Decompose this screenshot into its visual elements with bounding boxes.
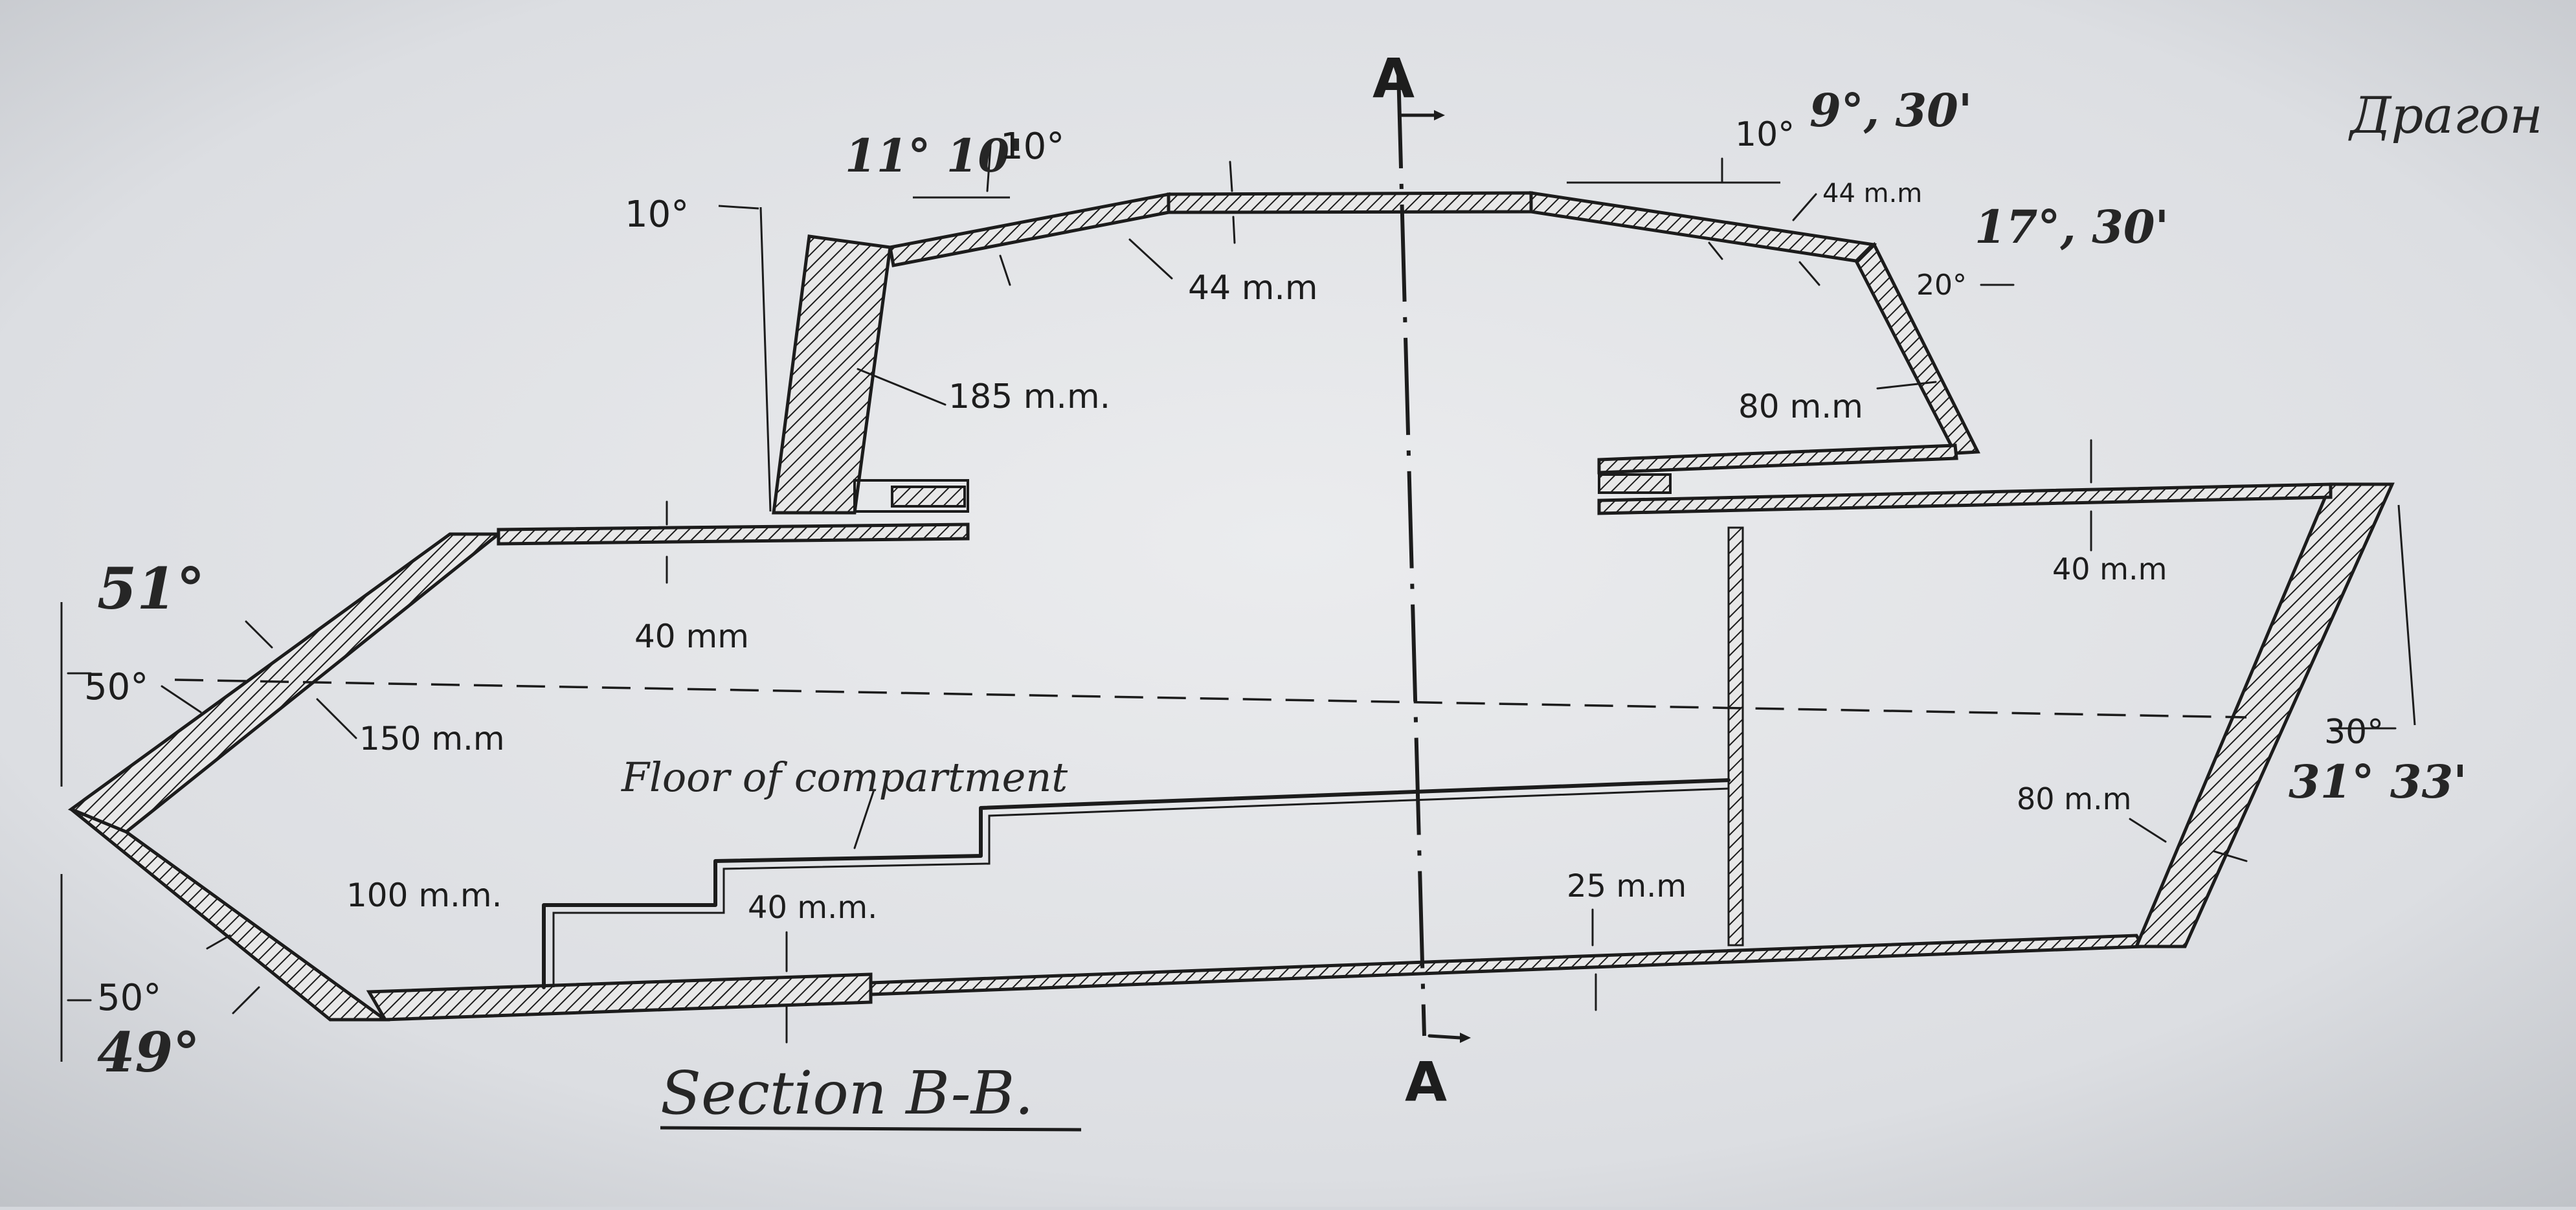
turret-rear-floor	[1597, 443, 1958, 475]
label-compartment-floor: Floor of compartment	[621, 754, 1068, 801]
label-floor-thickness: 40 m.m.	[748, 890, 877, 926]
label-turret-front-thickness: 185 m.m.	[948, 377, 1110, 416]
label-nose-upper-thickness: 150 m.m	[359, 720, 505, 757]
label-turret-rear-roof-angle-alt: 9°, 30'	[1809, 84, 1972, 137]
turret-outline	[772, 191, 1980, 515]
label-turret-mantlet-angle: 11° 10'	[845, 129, 1024, 183]
label-rear-angle-2: 31° 33'	[2289, 755, 2467, 809]
label-turret-roof-thickness: 44 m.m	[1188, 269, 1318, 308]
dimension-arrows	[67, 144, 2397, 1044]
label-turret-rear-angle: 17°, 30'	[1975, 200, 2169, 254]
engine-bulkhead	[1727, 526, 1744, 947]
label-nose-upper-angle-1: 51°	[97, 555, 205, 622]
front-hull-roof	[497, 522, 970, 546]
label-floor-mid-thickness: 25 m.m	[1567, 868, 1686, 904]
label-rear-angle-1: 30°	[2324, 713, 2384, 752]
label-turret-rear-roof-thickness: 44 m.m	[1822, 179, 1922, 208]
label-hull-roof-front: 40 mm	[634, 618, 749, 655]
label-nose-lower-angle-1: 50°	[97, 977, 161, 1019]
label-nose-upper-angle-2: 50°	[84, 666, 148, 708]
section-line-a-a	[1396, 71, 1426, 1036]
horizontal-reference-line	[174, 678, 2247, 719]
label-rear-plate-thickness: 80 m.m	[2017, 781, 2131, 816]
note-label: Драгон	[2348, 87, 2543, 145]
label-turret-front-angle: 10°	[625, 194, 689, 236]
rear-hull-roof	[1597, 482, 2333, 515]
label-nose-lower-angle-2: 49°	[97, 1020, 200, 1084]
turret-roof-flat	[1167, 191, 1533, 214]
label-turret-roof-angle: 10°	[1000, 126, 1064, 168]
label-nose-lower-thickness: 100 m.m.	[346, 877, 502, 914]
compartment-floor-line	[542, 778, 1730, 989]
label-turret-rear-side-angle: 20°	[1916, 269, 1967, 302]
section-title: Section B-B.	[660, 1059, 1034, 1128]
label-turret-rear-roof-angle: 10°	[1735, 115, 1795, 154]
hull-floor-front	[366, 972, 873, 1022]
label-hull-roof-rear: 40 m.m	[2052, 552, 2167, 587]
label-turret-rear-thickness: 80 m.m	[1738, 388, 1863, 425]
hull-outline	[67, 482, 2395, 1022]
section-marker-bottom: A	[1405, 1050, 1447, 1114]
rear-hull-plate	[2134, 482, 2395, 948]
section-marker-top: A	[1372, 47, 1415, 110]
